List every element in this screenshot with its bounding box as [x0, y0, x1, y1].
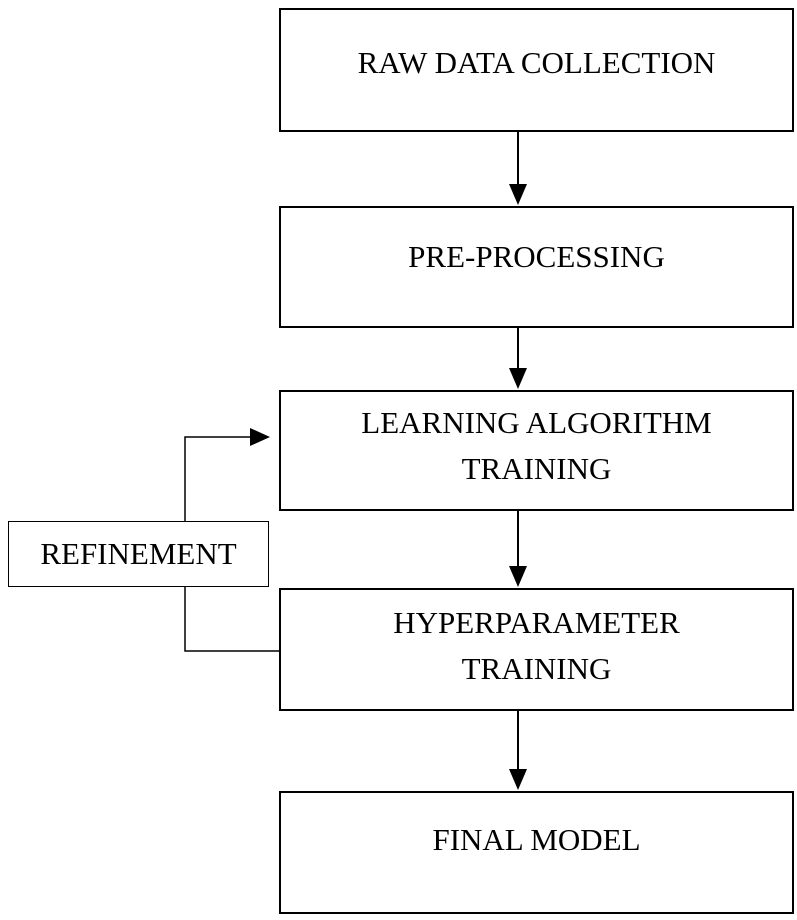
step-final-model: FINAL MODEL: [279, 791, 794, 914]
step-label-line1: LEARNING ALGORITHM: [361, 405, 712, 440]
step-label-line1: HYPERPARAMETER: [393, 605, 680, 640]
arrow-learning-to-hyperparameter: [509, 511, 527, 587]
arrow-hyperparameter-to-final: [509, 711, 527, 790]
step-raw-data-collection: RAW DATA COLLECTION: [279, 8, 794, 132]
arrow-raw-to-preprocessing: [509, 132, 527, 205]
step-pre-processing: PRE-PROCESSING: [279, 206, 794, 328]
step-learning-algorithm-training: LEARNING ALGORITHM TRAINING: [279, 390, 794, 511]
step-label: PRE-PROCESSING: [408, 239, 665, 274]
step-label: RAW DATA COLLECTION: [357, 45, 716, 80]
step-label-line2: TRAINING: [461, 451, 612, 486]
step-label: FINAL MODEL: [432, 822, 641, 857]
refinement-box: REFINEMENT: [8, 521, 269, 587]
arrow-preprocessing-to-learning: [509, 328, 527, 389]
step-label-line2: TRAINING: [461, 651, 612, 686]
step-hyperparameter-training: HYPERPARAMETER TRAINING: [279, 588, 794, 711]
refinement-label: REFINEMENT: [40, 536, 237, 571]
